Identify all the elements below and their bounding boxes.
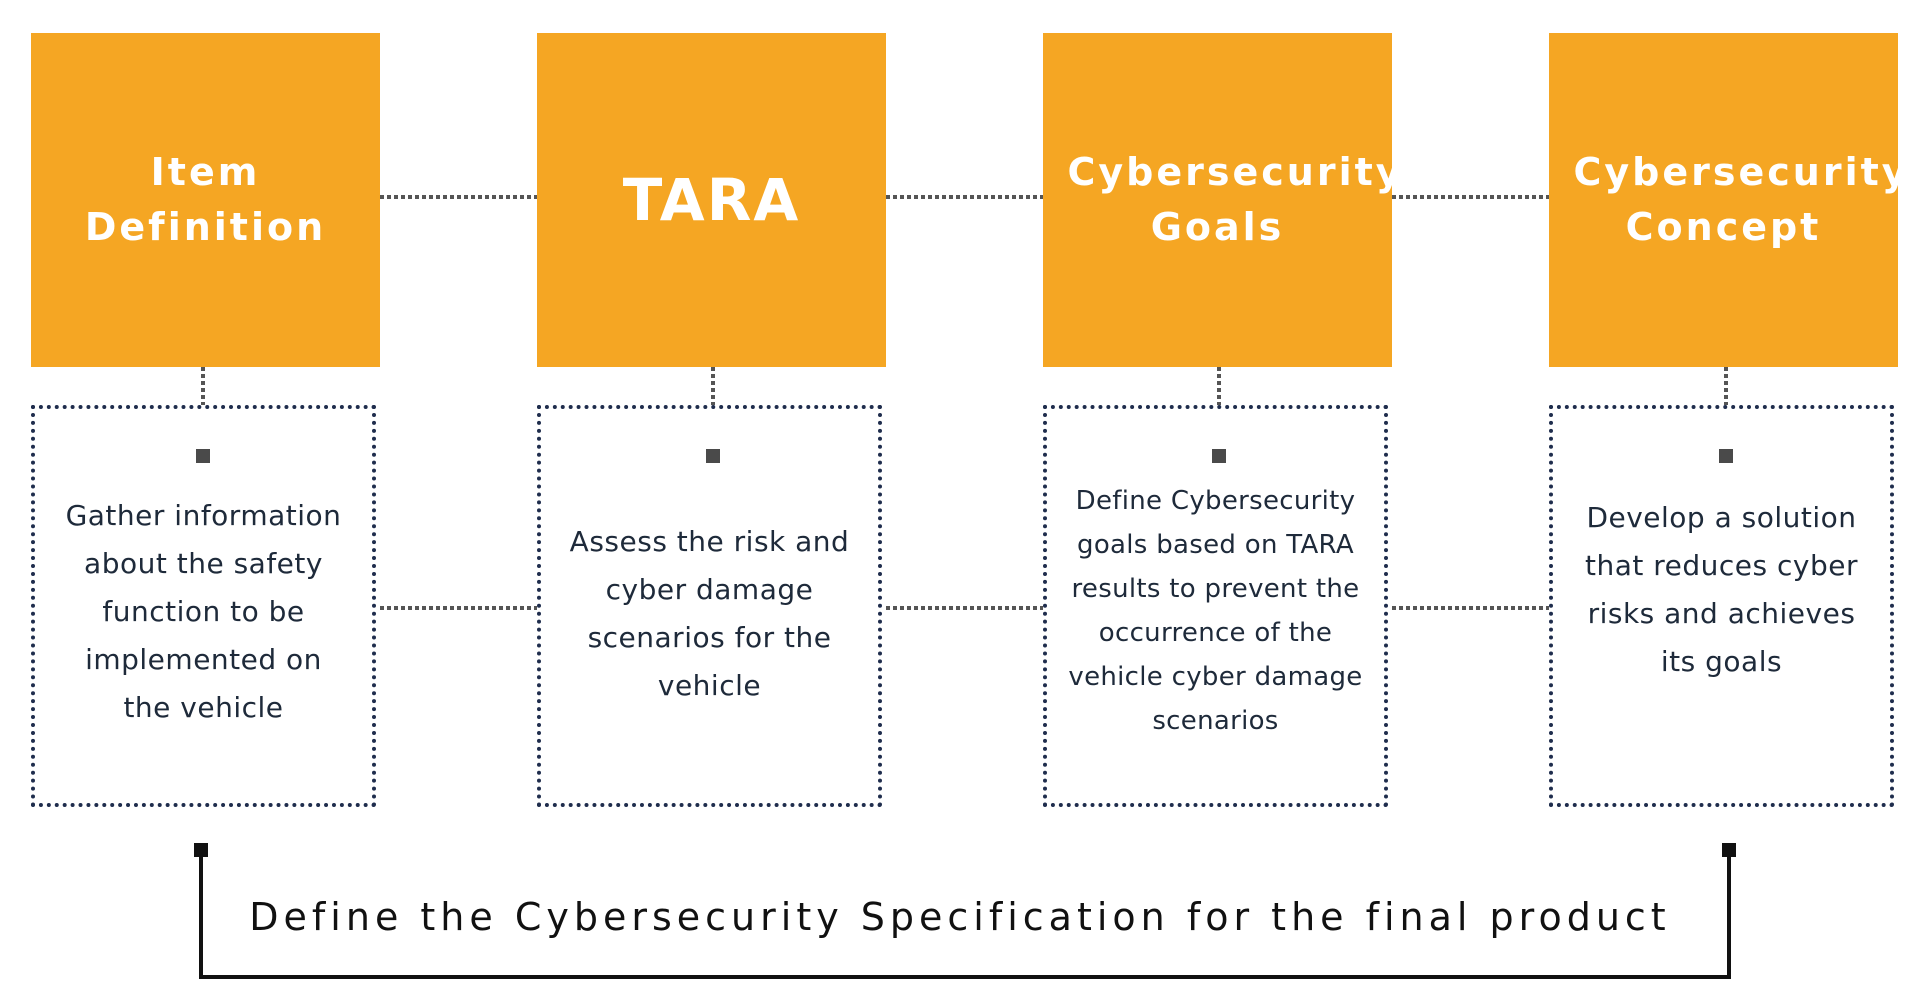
drop-anchor-1 (196, 449, 210, 463)
specification-label: Define the Cybersecurity Specification f… (249, 895, 1671, 939)
step-title-tara: TARA (622, 165, 801, 234)
bracket-end-left (194, 843, 208, 857)
drop-anchor-3 (1212, 449, 1226, 463)
specification-bracket (199, 850, 1731, 979)
bracket-end-right (1722, 843, 1736, 857)
drop-anchor-4 (1719, 449, 1733, 463)
drop-anchor-2 (706, 449, 720, 463)
step-box-tara: TARA (537, 33, 886, 367)
